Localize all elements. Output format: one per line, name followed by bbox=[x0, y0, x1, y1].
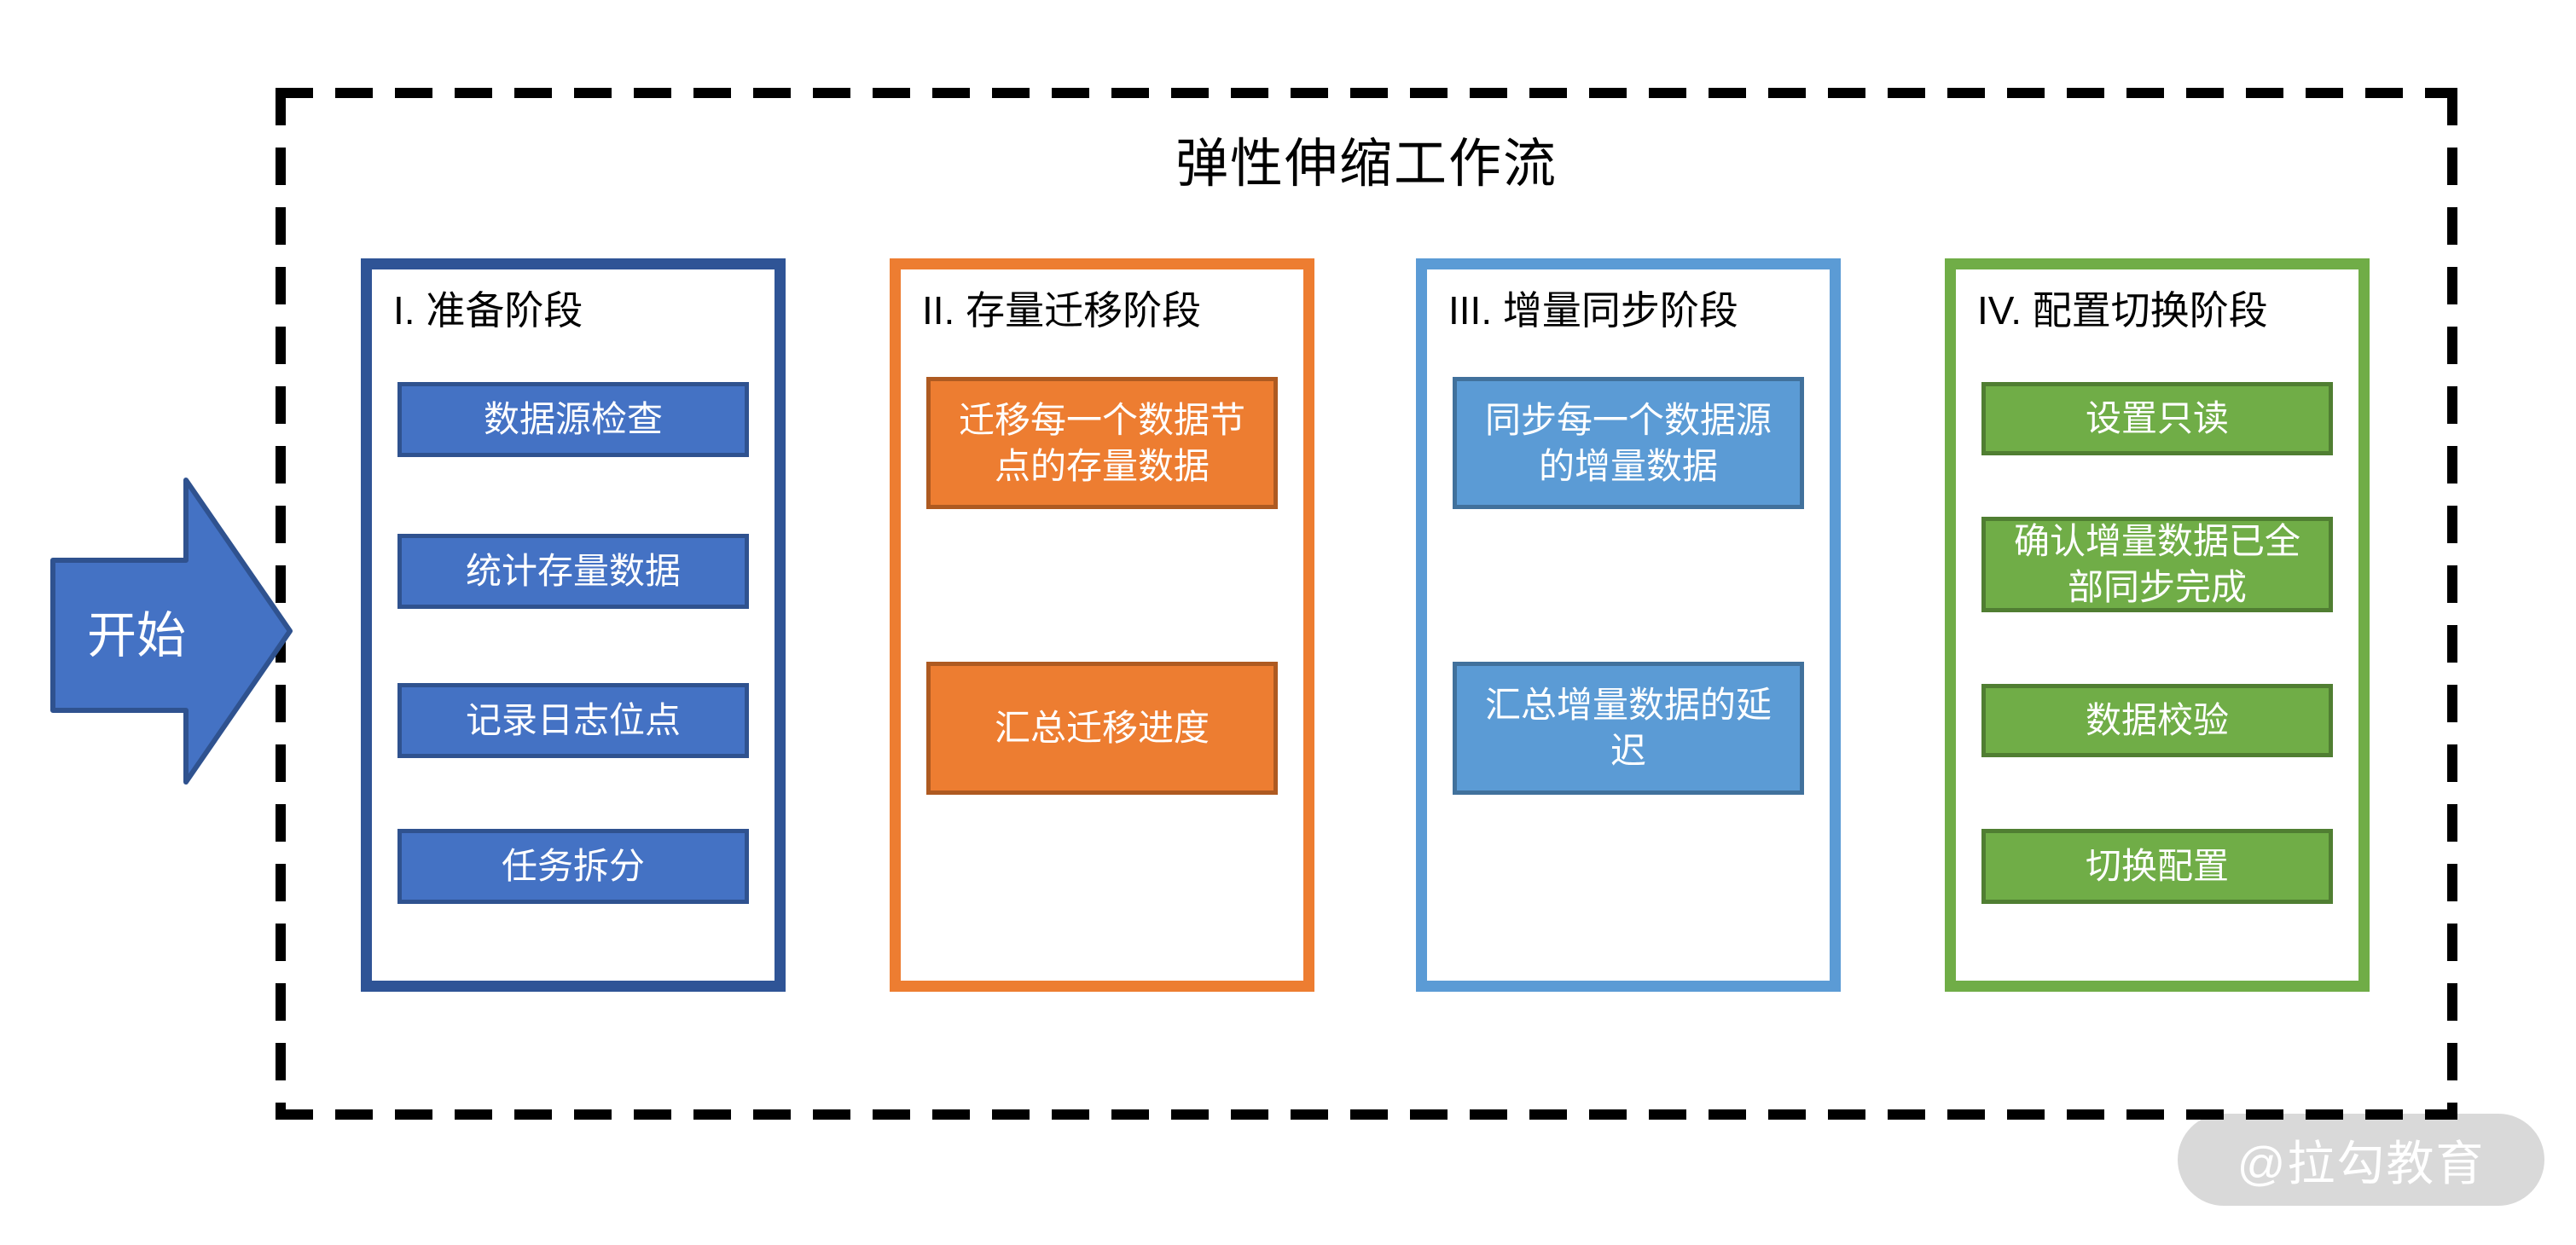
watermark-text: @拉勾教育 bbox=[2237, 1136, 2486, 1190]
phase-heading: IV. 配置切换阶段 bbox=[1977, 288, 2268, 333]
step-box: 任务拆分 bbox=[397, 829, 749, 904]
start-arrow: 开始 bbox=[50, 478, 293, 785]
step-box: 汇总迁移进度 bbox=[926, 662, 1278, 795]
start-arrow-shape bbox=[50, 478, 293, 785]
phase-column-incremental-sync: III. 增量同步阶段 同步每一个数据源 的增量数据 汇总增量数据的延 迟 bbox=[1416, 258, 1841, 992]
phase-heading: I. 准备阶段 bbox=[393, 288, 583, 333]
step-box: 数据校验 bbox=[1981, 684, 2333, 757]
step-box: 迁移每一个数据节 点的存量数据 bbox=[926, 377, 1278, 509]
diagram-title: 弹性伸缩工作流 bbox=[1175, 135, 1558, 194]
step-box: 确认增量数据已全 部同步完成 bbox=[1981, 517, 2333, 612]
watermark-badge: @拉勾教育 bbox=[2178, 1114, 2544, 1206]
step-box: 记录日志位点 bbox=[397, 683, 749, 758]
step-box: 设置只读 bbox=[1981, 382, 2333, 455]
start-arrow-label: 开始 bbox=[87, 608, 186, 663]
phase-heading: III. 增量同步阶段 bbox=[1448, 288, 1738, 333]
step-box: 数据源检查 bbox=[397, 382, 749, 457]
phase-column-preparation: I. 准备阶段 数据源检查 统计存量数据 记录日志位点 任务拆分 bbox=[361, 258, 786, 992]
phase-column-config-switch: IV. 配置切换阶段 设置只读 确认增量数据已全 部同步完成 数据校验 切换配置 bbox=[1945, 258, 2370, 992]
step-box: 统计存量数据 bbox=[397, 534, 749, 609]
step-box: 切换配置 bbox=[1981, 829, 2333, 904]
step-box: 汇总增量数据的延 迟 bbox=[1453, 662, 1804, 795]
phase-heading: II. 存量迁移阶段 bbox=[922, 288, 1202, 333]
phase-column-full-migration: II. 存量迁移阶段 迁移每一个数据节 点的存量数据 汇总迁移进度 bbox=[890, 258, 1314, 992]
step-box: 同步每一个数据源 的增量数据 bbox=[1453, 377, 1804, 509]
